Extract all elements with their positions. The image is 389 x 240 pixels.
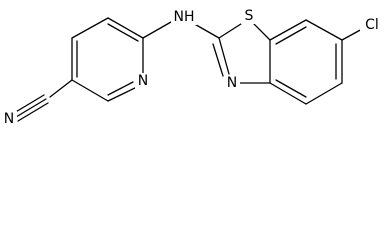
label-bg-cl [360,17,384,33]
atom-s-thiazole: S [245,8,254,24]
bond-bz-1-inner [275,26,307,45]
bond-cn-triple-2 [13,94,45,114]
bond-py-5 [107,86,138,102]
bond-th-5-inner [212,43,224,77]
bond-bz-1 [269,19,307,41]
bond-bz-2 [305,19,343,41]
label-bg-n-cyano [1,111,17,127]
label-bg-s [241,8,257,24]
bond-th-2 [251,21,271,41]
bond-py-5-inner [107,81,134,96]
bond-py-2 [71,17,109,39]
bond-cn-triple-3 [17,102,49,122]
bond-py-3 [107,17,144,39]
bond-cn-triple-1 [15,98,47,118]
atom-cl: Cl [365,17,379,33]
label-bg-n-pyridine [135,73,151,89]
atom-n-thiazole: N [227,75,237,91]
bond-th-5 [218,37,230,75]
chemical-structure-canvas: N N NH S N Cl [1,8,384,127]
bond-bz-5 [269,82,307,105]
bond-py-6 [71,79,109,102]
label-bg-n-thiazole [224,75,240,91]
bond-th-1 [218,21,245,39]
bond-py-nh [142,21,172,39]
bond-bz-5-inner [275,79,307,98]
atom-nh: NH [174,9,195,25]
label-bg-nh [171,9,197,25]
bond-bz-4 [305,82,343,105]
atom-n-pyridine: N [138,73,148,89]
molecule-diagram: N N NH S N Cl [1,8,384,127]
atom-n-cyano: N [4,111,14,127]
bond-py-3-inner [107,23,139,42]
bond-c-aryl [49,79,73,98]
